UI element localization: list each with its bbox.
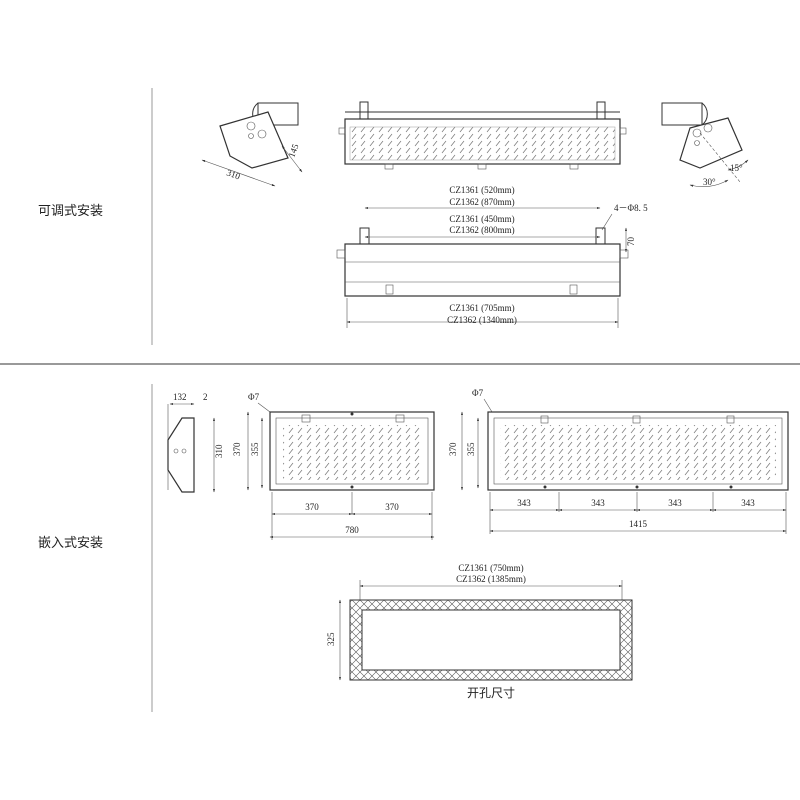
dim-132: 132 [173, 392, 187, 402]
embedded-large-unit: Φ7 370 355 343 343 343 343 1415 [448, 388, 789, 534]
section-label-embedded: 嵌入式安装 [38, 536, 104, 551]
dim-70: 70 [626, 237, 636, 247]
dim-small-355: 355 [250, 442, 260, 456]
hole-phi7-small: Φ7 [248, 392, 260, 402]
dim-large-370: 370 [448, 442, 458, 456]
dim-mid-cz1361: CZ1361 (450mm) [449, 214, 514, 224]
dim-small-total: 780 [345, 525, 359, 535]
dim-2: 2 [203, 392, 208, 402]
dim-cutout-cz1361: CZ1361 (750mm) [458, 563, 523, 573]
cutout-caption: 开孔尺寸 [467, 686, 515, 700]
adjustable-front-view [338, 101, 627, 170]
hole-spec: 4－Φ8. 5 [614, 203, 648, 213]
angle-30: 30° [703, 177, 716, 187]
section-label-adjustable: 可调式安装 [38, 204, 104, 219]
dim-top-cz1362: CZ1362 (870mm) [449, 197, 514, 207]
dim-small-370: 370 [232, 442, 242, 456]
dim-large-seg4: 343 [741, 498, 755, 508]
adjustable-rear-view: CZ1361 (520mm) CZ1362 (870mm) CZ1361 (45… [336, 185, 648, 328]
dim-cutout-cz1362: CZ1362 (1385mm) [456, 574, 526, 584]
dim-310: 310 [225, 167, 242, 181]
dim-145: 145 [286, 142, 300, 159]
dim-large-total: 1415 [629, 519, 648, 529]
angle-15: 15° [730, 163, 743, 173]
dim-bottom-cz1361: CZ1361 (705mm) [449, 303, 514, 313]
dim-small-seg2: 370 [385, 502, 399, 512]
dim-large-seg1: 343 [517, 498, 531, 508]
cutout-diagram: CZ1361 (750mm) CZ1362 (1385mm) 325 开孔尺寸 [326, 563, 633, 700]
dim-side-310: 310 [214, 444, 224, 458]
dim-large-355: 355 [466, 442, 476, 456]
dim-bottom-cz1362: CZ1362 (1340mm) [447, 315, 517, 325]
dim-large-seg3: 343 [668, 498, 682, 508]
dim-small-seg1: 370 [305, 502, 319, 512]
adjustable-side-view-right: 30° 15° [661, 102, 749, 187]
dim-mid-cz1362: CZ1362 (800mm) [449, 225, 514, 235]
embedded-small-unit: Φ7 370 355 370 370 780 [232, 392, 435, 540]
embedded-side-view: 132 2 310 [167, 392, 224, 493]
dim-cutout-325: 325 [326, 632, 336, 646]
dim-large-seg2: 343 [591, 498, 605, 508]
hole-phi7-large: Φ7 [472, 388, 484, 398]
adjustable-side-view-left: 310 145 [201, 102, 303, 187]
dim-top-cz1361: CZ1361 (520mm) [449, 185, 514, 195]
